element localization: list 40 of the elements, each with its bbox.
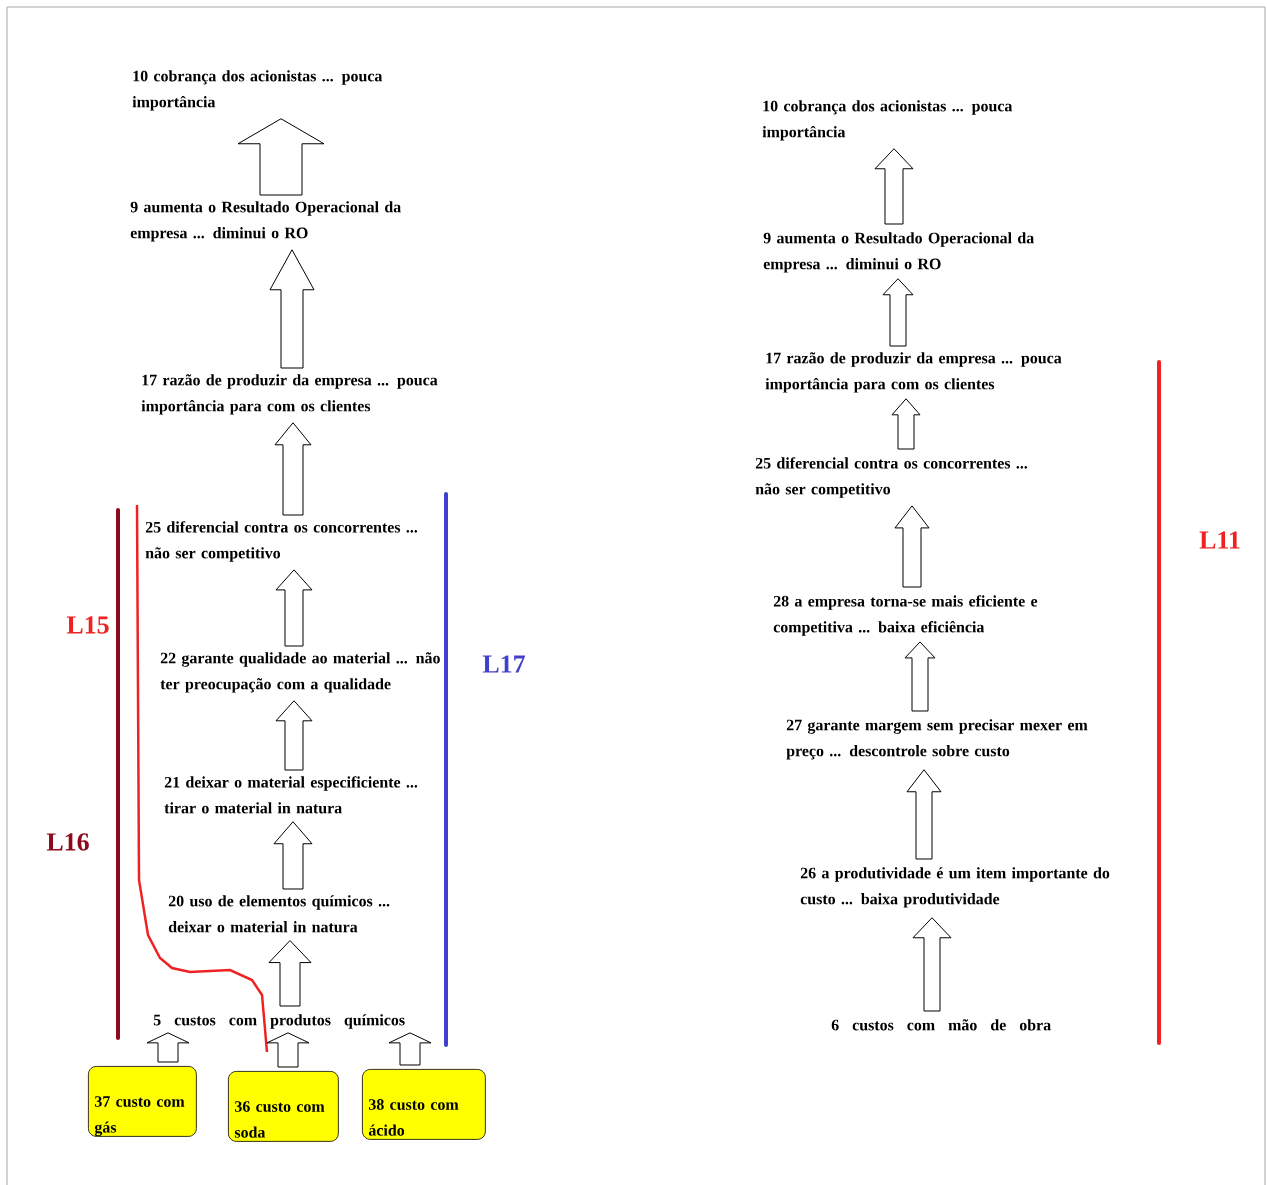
line-label: L15 bbox=[66, 616, 109, 634]
node-text: 25 diferencial contra os concorrentes ... não ser competitivo bbox=[145, 521, 418, 562]
note-box: 38 custo com ácido bbox=[362, 1069, 486, 1140]
node-text: 6 custos com mão de obra bbox=[831, 1019, 1051, 1031]
node-text: 17 razão de produzir da empresa ... pouca importância para com os clientes bbox=[765, 352, 1062, 393]
node-text: 26 a produtividade é um item importante do custo ... baixa produtividade bbox=[800, 867, 1110, 908]
block-arrow bbox=[146, 1032, 190, 1063]
node-text: 5 custos com produtos químicos bbox=[153, 1014, 405, 1029]
line-label: L11 bbox=[1199, 531, 1240, 549]
node-text: 25 diferencial contra os concorrentes ... não ser competitivo bbox=[755, 457, 1028, 498]
node-text: 17 razão de produzir da empresa ... pouca importância para com os clientes bbox=[141, 374, 438, 415]
block-arrow bbox=[269, 249, 315, 369]
node-text: 28 a empresa torna-se mais eficiente e competitiva ... baixa eficiência bbox=[773, 595, 1038, 636]
block-arrow bbox=[894, 505, 930, 588]
block-arrow bbox=[904, 641, 936, 712]
block-arrow bbox=[266, 1032, 310, 1068]
block-arrow bbox=[912, 917, 952, 1012]
block-arrow bbox=[874, 148, 914, 225]
note-box: 37 custo com gás bbox=[88, 1066, 197, 1137]
block-arrow bbox=[275, 700, 313, 771]
node-text: 22 garante qualidade ao material ... não ter preocupação com a qualidade bbox=[160, 652, 440, 693]
line-label: L16 bbox=[46, 833, 89, 851]
block-arrow bbox=[882, 278, 914, 347]
block-arrow bbox=[268, 940, 312, 1007]
node-text: 10 cobrança dos acionistas ... pouca importância bbox=[762, 100, 1013, 141]
block-arrow bbox=[237, 118, 325, 196]
node-text: 27 garante margem sem precisar mexer em preço ... descontrole sobre custo bbox=[786, 719, 1088, 760]
node-text: 9 aumenta o Resultado Operacional da empresa ... diminui o RO bbox=[130, 201, 401, 242]
block-arrow bbox=[274, 422, 312, 516]
node-text: 20 uso de elementos químicos ... deixar o material in natura bbox=[168, 895, 390, 933]
block-arrow bbox=[891, 398, 921, 450]
note-box: 36 custo com soda bbox=[228, 1071, 339, 1142]
block-arrow bbox=[906, 769, 942, 860]
node-text: 21 deixar o material especificiente ... tirar o material in natura bbox=[164, 776, 418, 814]
block-arrow bbox=[388, 1032, 432, 1066]
node-text: 10 cobrança dos acionistas ... pouca importância bbox=[132, 70, 383, 111]
block-arrow bbox=[273, 821, 313, 890]
node-text: 9 aumenta o Resultado Operacional da empresa ... diminui o RO bbox=[763, 232, 1034, 273]
block-arrow bbox=[275, 569, 313, 647]
line-label: L17 bbox=[482, 655, 525, 673]
